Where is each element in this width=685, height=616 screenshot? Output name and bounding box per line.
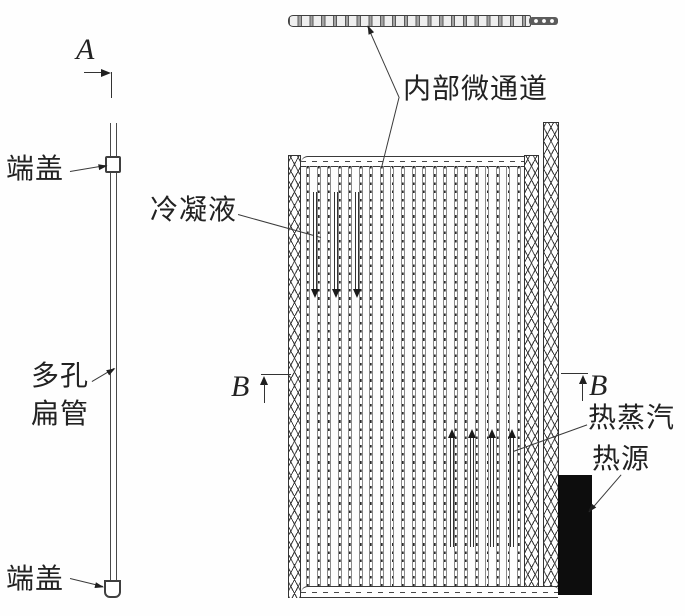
channel-wall bbox=[379, 166, 384, 586]
channel-wall bbox=[390, 166, 395, 586]
channel-wall bbox=[348, 166, 353, 586]
heat-pipe-left-wall bbox=[288, 155, 301, 598]
channel-wall bbox=[495, 166, 500, 586]
microchannel-walls bbox=[303, 166, 523, 586]
flow-arrowhead-icon bbox=[311, 289, 320, 298]
flow-arrowhead-icon bbox=[332, 289, 341, 298]
flow-arrow-shaft bbox=[469, 437, 474, 547]
heat-pipe-right-wall bbox=[524, 155, 539, 598]
porous-flat-tube-label: 多孔 扁管 bbox=[31, 358, 89, 434]
end-cap-bottom-shape bbox=[104, 580, 121, 598]
flow-arrow-shaft bbox=[355, 192, 360, 290]
section-b-left-label: B bbox=[231, 370, 250, 403]
internal-microchannel-label: 内部微通道 bbox=[403, 74, 549, 105]
steam-flow-arrow bbox=[487, 429, 497, 547]
channel-wall bbox=[358, 166, 363, 586]
flow-arrowhead-icon bbox=[353, 289, 362, 298]
channel-wall bbox=[422, 166, 427, 586]
end-cap-top-leader bbox=[69, 162, 108, 173]
section-a-arrowhead-icon bbox=[101, 68, 111, 77]
section-b-right-arrowhead-icon bbox=[578, 375, 587, 384]
flat-tube-side-view bbox=[110, 123, 117, 583]
hot-steam-label: 热蒸汽 bbox=[588, 403, 676, 434]
flow-arrow-shaft bbox=[509, 437, 514, 547]
channel-wall bbox=[517, 166, 521, 586]
end-cap-bottom-label: 端盖 bbox=[6, 564, 65, 595]
section-b-right-tick bbox=[561, 373, 588, 375]
porous-flat-tube-label-line2: 扁管 bbox=[31, 399, 90, 430]
section-a-cut-line bbox=[111, 72, 113, 98]
channel-wall bbox=[316, 166, 321, 586]
channel-wall bbox=[337, 166, 342, 586]
channel-wall bbox=[506, 166, 511, 586]
condensate-flow-arrow bbox=[311, 192, 320, 298]
condensate-label: 冷凝液 bbox=[150, 195, 238, 226]
flat-tube-cross-section-tail bbox=[529, 17, 558, 25]
flow-arrowhead-icon bbox=[487, 429, 496, 438]
flow-arrow-shaft bbox=[313, 192, 318, 290]
flow-arrow-shaft bbox=[489, 437, 494, 547]
section-b-left-arrowhead-icon bbox=[260, 376, 268, 385]
heat-pipe-bottom-bar bbox=[301, 586, 558, 598]
channel-wall bbox=[485, 166, 490, 586]
channel-wall bbox=[443, 166, 448, 586]
channel-wall bbox=[369, 166, 374, 586]
section-a-arrow-line bbox=[84, 72, 103, 74]
steam-flow-arrow bbox=[467, 429, 477, 547]
leader-arrowhead-icon bbox=[94, 581, 105, 590]
channel-wall bbox=[411, 166, 416, 586]
heat-source-label: 热源 bbox=[592, 444, 651, 475]
porous-flat-tube-label-line1: 多孔 bbox=[31, 361, 90, 392]
section-a-label: A bbox=[76, 33, 95, 66]
steam-flow-arrow bbox=[447, 429, 457, 547]
section-b-left-tick bbox=[261, 374, 291, 376]
channel-wall bbox=[327, 166, 332, 586]
heat-source-block bbox=[558, 475, 592, 595]
channel-wall bbox=[464, 166, 469, 586]
channel-wall bbox=[432, 166, 437, 586]
section-b-left-arrow-line bbox=[263, 384, 265, 403]
flow-arrowhead-icon bbox=[507, 429, 516, 438]
channel-wall bbox=[306, 166, 310, 586]
section-b-right-label: B bbox=[589, 369, 608, 402]
channel-wall bbox=[400, 166, 405, 586]
steam-flow-arrow bbox=[507, 429, 517, 547]
heat-source-leader bbox=[586, 474, 622, 515]
flat-tube-cross-section bbox=[288, 15, 531, 27]
condensate-flow-arrow bbox=[332, 192, 341, 298]
flow-arrowhead-icon bbox=[447, 429, 456, 438]
flow-arrowhead-icon bbox=[467, 429, 476, 438]
condensate-flow-arrow bbox=[353, 192, 362, 298]
internal-microchannel-leader-up bbox=[364, 24, 400, 97]
flow-arrow-shaft bbox=[334, 192, 339, 290]
channel-wall bbox=[474, 166, 479, 586]
end-cap-top-shape bbox=[105, 156, 121, 173]
section-b-right-arrow-line bbox=[582, 383, 584, 401]
flow-arrow-shaft bbox=[449, 437, 454, 547]
side-seal-strip bbox=[543, 122, 559, 587]
end-cap-top-label: 端盖 bbox=[6, 154, 65, 185]
channel-wall bbox=[453, 166, 458, 586]
end-cap-bottom-leader bbox=[69, 578, 105, 590]
